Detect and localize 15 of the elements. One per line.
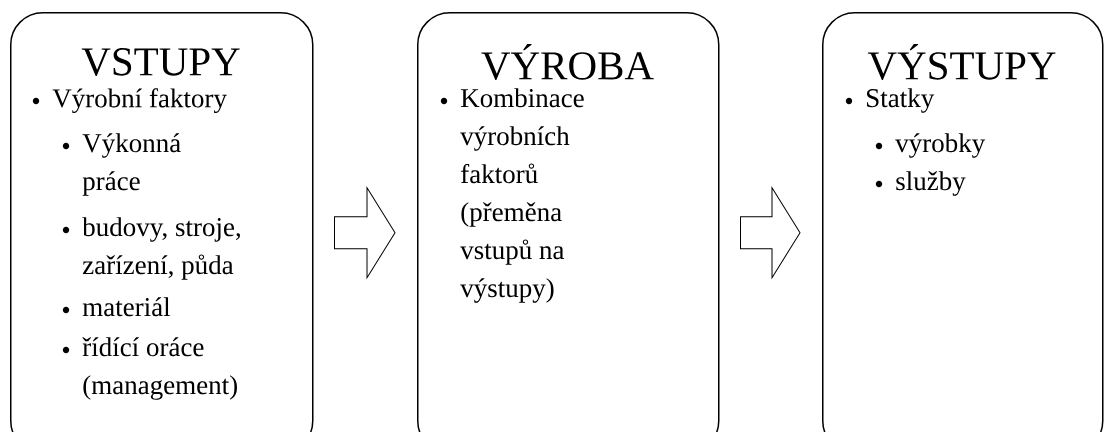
bullet-item: služby [875,171,966,196]
bullet-item: Statky [845,88,935,113]
heading: VÝROBA [481,44,654,80]
bullet-item: výrobky [875,133,986,158]
heading: VSTUPY [81,48,240,76]
process-box [10,12,314,432]
block-arrow [334,187,396,279]
bullet-item: Výrobní faktory [32,88,227,114]
bullet-item: Kombinace výrobních faktorů (přeměna vstupů na výstupy) [440,88,584,303]
bullet-item: řídící oráce (management) [62,337,237,400]
heading: VÝSTUPY [867,44,1056,80]
process-box [417,12,720,432]
process-box [822,12,1104,432]
block-arrow [740,187,801,279]
bullet-item: materiál [62,297,171,317]
